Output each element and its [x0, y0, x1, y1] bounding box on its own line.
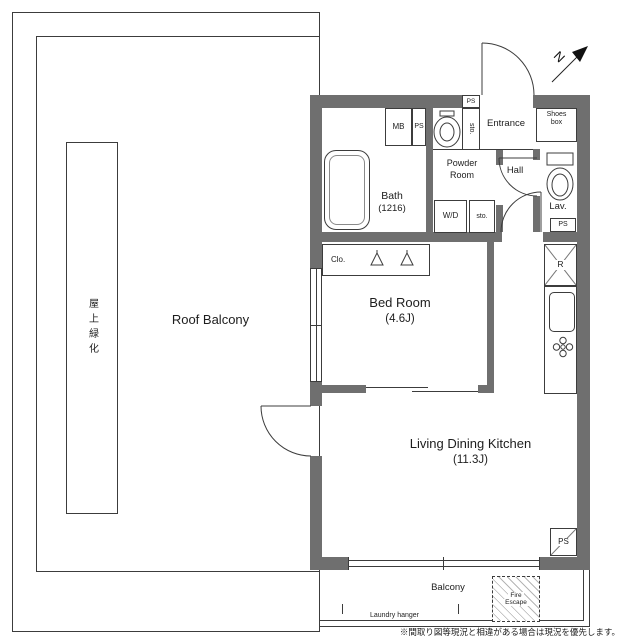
wall-powder-hall-upper: [496, 149, 503, 165]
wall-mid-right: [543, 232, 590, 242]
wall-powder-hall-lower: [496, 205, 503, 232]
pipe-space-lav-label: PS: [558, 221, 568, 229]
hanger-icon: [370, 250, 384, 266]
refrigerator-space: R: [544, 244, 577, 286]
balcony-rail-outer-right: [589, 570, 590, 627]
kitchen-sink: [549, 292, 575, 332]
hall-door-arc: [500, 191, 542, 233]
bedroom-window-mullion: [311, 325, 321, 326]
shoes-box-label-line1: Shoes: [546, 111, 567, 118]
storage-strip: sto.: [462, 108, 480, 150]
pipe-space-ldk: PS: [550, 528, 577, 556]
washer-dryer-label: W/D: [442, 211, 459, 221]
powder-room-label-line1: Powder: [446, 158, 478, 168]
laundry-hanger-tick-right: [458, 604, 459, 614]
laundry-hanger-label: Laundry hanger: [369, 612, 420, 619]
wall-bedroom-bottom-left: [322, 385, 366, 393]
fire-escape-label-line1: Fire: [508, 591, 524, 599]
hanger-icon: [400, 250, 414, 266]
storage-box-label: sto.: [476, 212, 488, 220]
toilet-icon: [546, 152, 574, 201]
balcony-rail-inner-bottom: [320, 620, 584, 621]
lav-label: Lav.: [549, 201, 567, 212]
pipe-space-bath-label: PS: [414, 123, 424, 131]
balcony-label: Balcony: [431, 582, 465, 593]
ldk-window-end-left: [348, 557, 349, 570]
pipe-space-top: PS: [462, 95, 480, 108]
stove-burner-icon: [552, 336, 574, 358]
pipe-space-lav: PS: [550, 218, 576, 232]
rooftop-greening-area: 屋上緑化: [66, 142, 118, 514]
north-arrow-letter: N: [551, 48, 568, 65]
powder-room-label-line2: Room: [449, 169, 474, 180]
ldk-window-end-right: [539, 557, 540, 570]
bath-label: Bath: [381, 190, 403, 202]
wall-hall-lav-upper: [533, 149, 540, 160]
bathtub-inner-line: [329, 155, 365, 225]
bathtub: [324, 150, 370, 230]
closet-label: Clo.: [331, 254, 346, 264]
roof-balcony-door-arc: [260, 405, 312, 457]
bedroom-sliding-door-panel-2: [412, 391, 478, 392]
pipe-space-ldk-label: PS: [558, 536, 569, 547]
wall-bottom-right: [540, 557, 590, 570]
wall-bedroom-bottom-right: [478, 385, 494, 393]
ldk-window-mullion: [443, 557, 444, 570]
bedroom-label: Bed Room: [369, 295, 431, 310]
wall-left-lower: [310, 456, 322, 570]
fire-escape-hatch: Fire Escape: [492, 576, 540, 622]
meter-box-label: MB: [392, 121, 405, 131]
closet: Clo.: [322, 244, 430, 276]
washer-dryer-space: W/D: [434, 200, 467, 233]
shoes-box-label-line2: box: [550, 118, 563, 126]
wall-hall-lav-lower: [533, 196, 540, 232]
bath-size-label: (1216): [378, 203, 406, 214]
ldk-window-line-outer: [348, 560, 540, 561]
storage-strip-label: sto.: [467, 123, 475, 135]
north-arrow-icon: N: [551, 46, 588, 83]
wall-top-left: [310, 95, 480, 108]
powder-room-label: Powder Room: [428, 158, 496, 181]
ldk-label: Living Dining Kitchen: [409, 436, 532, 451]
wall-bedroom-right: [487, 242, 494, 385]
shoes-box: Shoes box: [536, 108, 577, 142]
wall-mid-left: [310, 232, 502, 242]
bedroom-sliding-door-panel-1: [366, 387, 428, 388]
hall-label: Hall: [506, 165, 524, 176]
pipe-space-top-label: PS: [466, 97, 476, 105]
roof-balcony-label: Roof Balcony: [171, 312, 250, 327]
pipe-space-bath: PS: [412, 108, 426, 146]
wall-left-middle: [310, 382, 322, 406]
balcony-rail-inner-right: [583, 570, 584, 621]
storage-box: sto.: [469, 200, 495, 233]
entrance-door-arc: [481, 42, 535, 96]
rooftop-greening-label: 屋上緑化: [86, 298, 98, 358]
disclaimer-note: ※間取り図等現況と相違がある場合は現況を優先します。: [399, 627, 620, 637]
entrance-label: Entrance: [486, 118, 526, 129]
fire-escape-label-line2: Escape: [503, 599, 529, 607]
laundry-hanger-tick-left: [342, 604, 343, 614]
bedroom-window: [310, 268, 322, 382]
entrance-step-line: [433, 149, 533, 150]
ldk-balcony-window: [348, 557, 540, 570]
wall-bath-powder: [426, 108, 433, 232]
meter-box: MB: [385, 108, 412, 146]
balcony-rail-outer-bottom: [320, 626, 590, 627]
wall-left-upper: [310, 95, 322, 270]
ldk-size-label: (11.3J): [453, 454, 488, 466]
ldk-window-line-inner: [348, 566, 540, 567]
wall-top-right: [533, 95, 590, 108]
bedroom-size-label: (4.6J): [385, 313, 415, 325]
refrigerator-label: R: [556, 259, 565, 270]
lav-door-arc: [498, 157, 538, 197]
wall-right: [577, 95, 590, 570]
wash-basin-icon: [433, 110, 461, 148]
